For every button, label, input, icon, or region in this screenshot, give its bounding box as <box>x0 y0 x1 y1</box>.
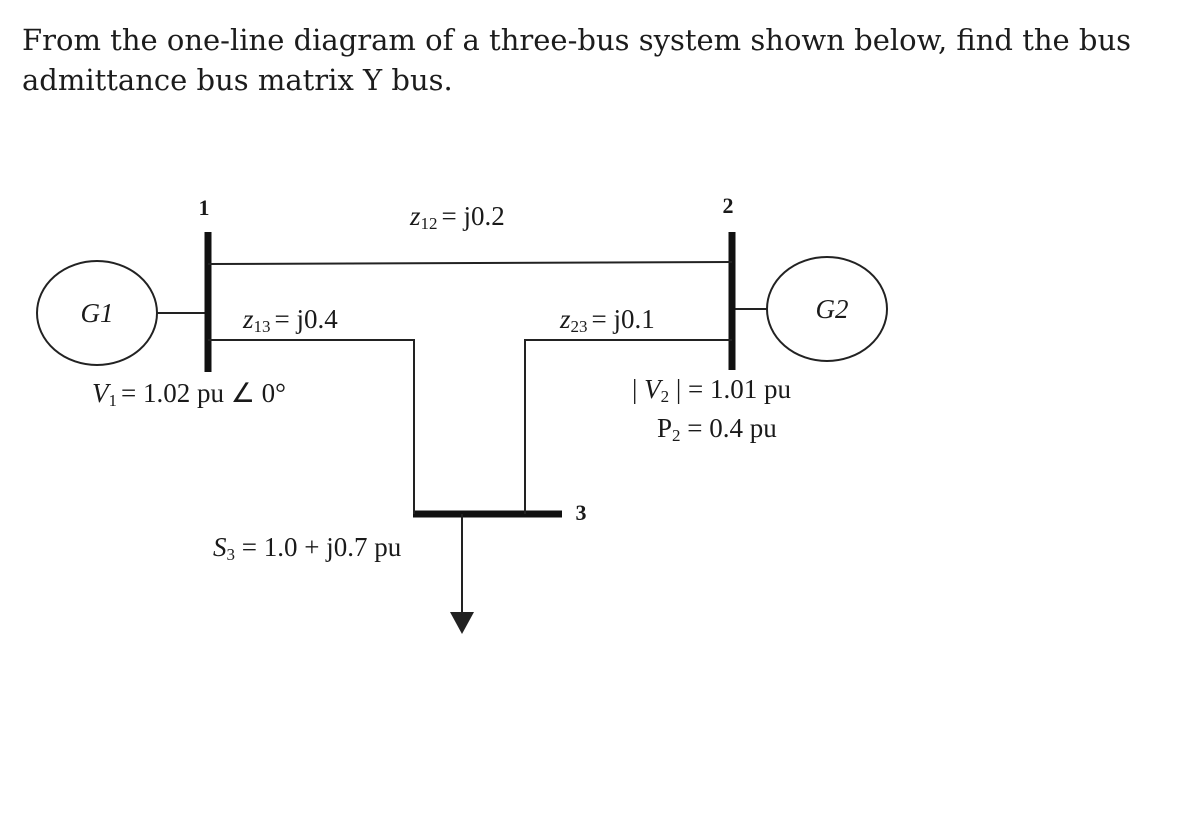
problem-statement: From the one-line diagram of a three-bus… <box>22 23 1132 97</box>
load-arrow-icon <box>450 612 474 634</box>
line-2-3 <box>524 339 732 514</box>
z23-label: z23= j0.1 <box>559 304 655 336</box>
bus2-voltage-spec: | V2 | = 1.01 pu <box>632 374 792 406</box>
generator-g2: G2 <box>766 256 888 362</box>
generator-g1: G1 <box>36 260 158 366</box>
bus-1-number: 1 <box>199 195 210 220</box>
z13-label: z13= j0.4 <box>242 304 338 336</box>
bus-3-number: 3 <box>576 500 587 525</box>
bus1-voltage-spec: V1= 1.02 pu ∠ 0° <box>92 378 286 410</box>
line-1-2 <box>207 261 733 265</box>
bus3-load-spec: S3 = 1.0 + j0.7 pu <box>213 532 402 564</box>
generator-g1-label: G1 <box>81 298 114 328</box>
bus-2-number: 2 <box>723 193 734 218</box>
z12-label: z12= j0.2 <box>409 201 505 233</box>
line-1-3 <box>208 339 415 514</box>
generator-g2-label: G2 <box>816 294 849 324</box>
bus2-power-spec: P2 = 0.4 pu <box>657 413 777 445</box>
